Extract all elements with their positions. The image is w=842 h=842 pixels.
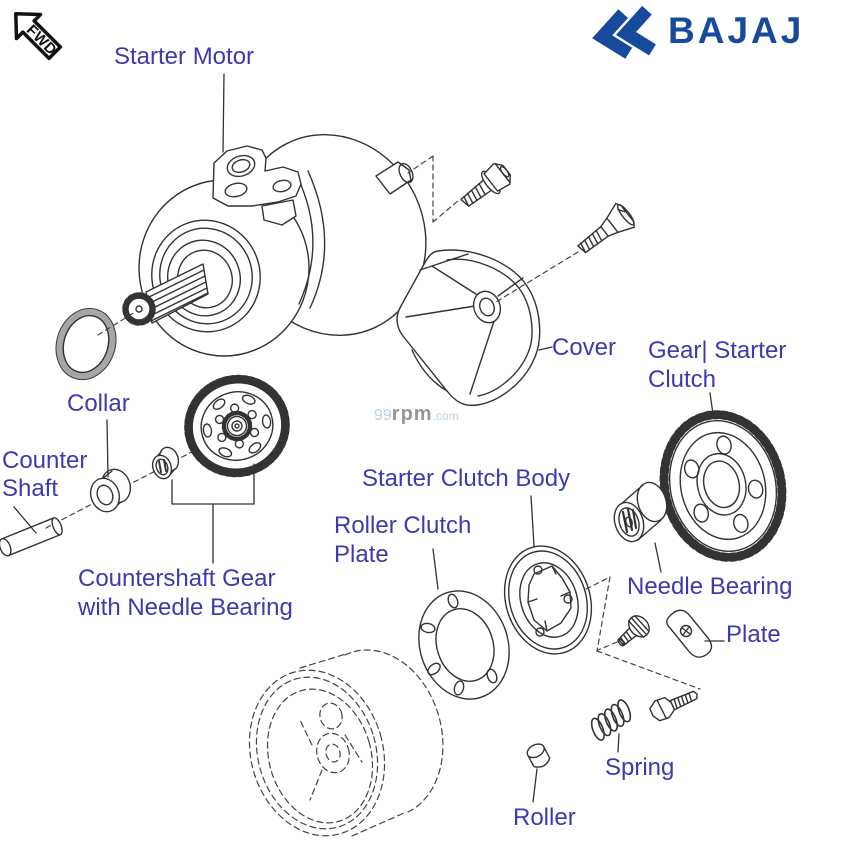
countershaft-needle-bearing-drawing [151, 446, 180, 480]
counter-shaft-drawing [0, 517, 63, 557]
knurled-screw-drawing [617, 615, 650, 647]
watermark: 99rpm.com [374, 403, 459, 426]
label-gear-starter-clutch-line2: Clutch [648, 366, 717, 393]
bajaj-wordmark: BAJAJ [668, 10, 805, 51]
flywheel-dashed-drawing [248, 649, 444, 837]
label-roller: Roller [513, 804, 576, 831]
plate-drawing [665, 609, 713, 658]
leader-starter-motor [222, 73, 225, 153]
countersunk-screw-drawing [577, 202, 635, 254]
cover-screw-axis-dashed [495, 251, 579, 303]
label-cover: Cover [552, 334, 617, 361]
label-needle-bearing: Needle Bearing [627, 573, 793, 600]
label-plate: Plate [726, 621, 781, 648]
roller-clutch-plate-drawing [418, 590, 510, 700]
fwd-badge: FWD [14, 12, 63, 61]
cover-drawing [396, 249, 541, 407]
starter-motor-drawing [122, 134, 427, 357]
label-starter-clutch-body: Starter Clutch Body [362, 465, 571, 492]
leader-roller-clutch-plate [432, 548, 439, 590]
starter-clutch-body-drawing [503, 545, 593, 655]
label-counter-shaft-line1: Counter [2, 447, 88, 474]
hex-flange-bolt-drawing [460, 162, 512, 207]
spring-drawing [590, 699, 632, 741]
label-collar: Collar [67, 390, 130, 417]
needle-bearing-drawing [613, 481, 668, 543]
label-spring: Spring [605, 754, 675, 781]
watermark-mid: rpm [391, 403, 433, 425]
label-countershaft-gear-line1: Countershaft Gear [78, 565, 276, 592]
leader-countershaft-gear [171, 463, 255, 564]
gear-starter-clutch-drawing [659, 410, 787, 562]
label-gear-starter-clutch-line1: Gear| Starter [648, 337, 787, 364]
leader-counter-shaft [13, 506, 37, 534]
leader-cover [538, 346, 553, 351]
label-countershaft-gear-line2: with Needle Bearing [78, 594, 293, 621]
watermark-suffix: .com [432, 409, 459, 423]
watermark-prefix: 99 [374, 407, 392, 424]
roller-drawing [526, 743, 551, 768]
motor-bolt-reference-dashed [407, 155, 460, 223]
leader-needle-bearing [654, 542, 662, 573]
clutch-body-pointer-dashed [585, 576, 701, 690]
o-ring-drawing [55, 307, 117, 381]
leader-roller [532, 768, 538, 803]
leader-starter-clutch-body [530, 495, 535, 547]
label-starter-motor: Starter Motor [114, 43, 255, 70]
leader-gear-starter-clutch [709, 392, 714, 415]
bajaj-emblem-icon [592, 5, 656, 59]
countershaft-gear-drawing [184, 374, 290, 478]
leader-spring [617, 733, 620, 753]
label-roller-clutch-plate-line1: Roller Clutch [334, 512, 472, 539]
collar-drawing [89, 468, 132, 513]
label-counter-shaft-line2: Shaft [2, 475, 59, 502]
fwd-arrow-icon [14, 12, 63, 61]
label-roller-clutch-plate-line2: Plate [334, 541, 389, 568]
leader-collar [106, 419, 109, 478]
hex-bolt-drawing [649, 690, 698, 722]
motor-axis-dashed [97, 311, 136, 336]
